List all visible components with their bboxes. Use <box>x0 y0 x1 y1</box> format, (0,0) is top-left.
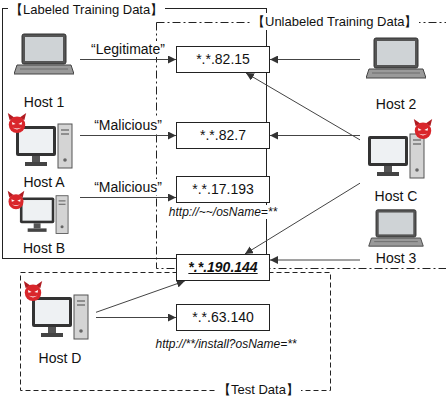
ip-address-box: *.*.17.193 <box>176 176 270 203</box>
host-label: Host C <box>375 188 418 204</box>
ip-address-box: *.*.63.140 <box>176 304 270 331</box>
host-label: Host D <box>39 350 82 366</box>
edge-label: “Malicious” <box>92 179 164 195</box>
connector-arrow <box>80 135 176 136</box>
connector-arrow <box>96 281 185 312</box>
connector-arrow <box>80 59 176 60</box>
host-node: Host C <box>360 118 432 204</box>
host-node: Host A <box>8 112 80 190</box>
devil-icon <box>414 119 432 139</box>
host-node: Host 3 <box>360 206 432 266</box>
host-label: Host A <box>23 174 64 190</box>
data-region: Host D*.*.63.140【Test Data】 <box>20 272 330 390</box>
edge-label: “Malicious” <box>92 117 164 133</box>
host-node: Host D <box>24 284 96 366</box>
host-label: Host 1 <box>24 94 64 110</box>
connector-arrow <box>270 260 360 261</box>
connector-arrow <box>270 59 360 60</box>
region-title: 【Unlabeled Training Data】 <box>250 13 419 30</box>
ip-address: *.*.190.144 <box>185 259 261 276</box>
devil-icon <box>8 191 25 209</box>
devil-icon <box>8 113 26 133</box>
ip-address: *.*.82.7 <box>185 127 261 144</box>
desktop-icon <box>20 196 68 234</box>
region-title: 【Labeled Training Data】 <box>8 1 165 18</box>
ip-address: *.*.17.193 <box>185 181 261 198</box>
url-label: http://~~/osName=** <box>167 205 279 219</box>
host-label: Host B <box>23 240 65 256</box>
test-region-outline <box>21 273 331 391</box>
connector-arrow <box>80 197 176 198</box>
host-label: Host 3 <box>376 250 416 266</box>
laptop-icon <box>14 34 74 74</box>
host-node: Host 2 <box>360 30 432 112</box>
host-node: Host B <box>8 192 80 256</box>
desktop-icon <box>16 124 72 168</box>
ip-address-box: *.*.82.15 <box>176 46 270 73</box>
desktop-icon <box>32 295 88 339</box>
edge-label: “Legitimate” <box>89 41 167 57</box>
devil-icon <box>24 281 42 301</box>
ip-address-box: *.*.82.7 <box>176 122 270 149</box>
region-title: 【Test Data】 <box>216 381 301 398</box>
connector-arrow <box>96 317 176 318</box>
host-label: Host 2 <box>376 96 416 112</box>
laptop-icon <box>369 210 424 246</box>
ip-address: *.*.63.140 <box>185 309 261 326</box>
laptop-icon <box>366 38 426 78</box>
url-label: http://**/install?osName=** <box>153 337 298 351</box>
unlabeled-region-outline <box>157 23 446 269</box>
ip-address-box: *.*.190.144 <box>176 254 270 281</box>
desktop-icon <box>368 134 424 178</box>
ip-address: *.*.82.15 <box>185 51 261 68</box>
host-node: Host 1 <box>8 26 80 110</box>
connector-arrow <box>270 135 360 136</box>
